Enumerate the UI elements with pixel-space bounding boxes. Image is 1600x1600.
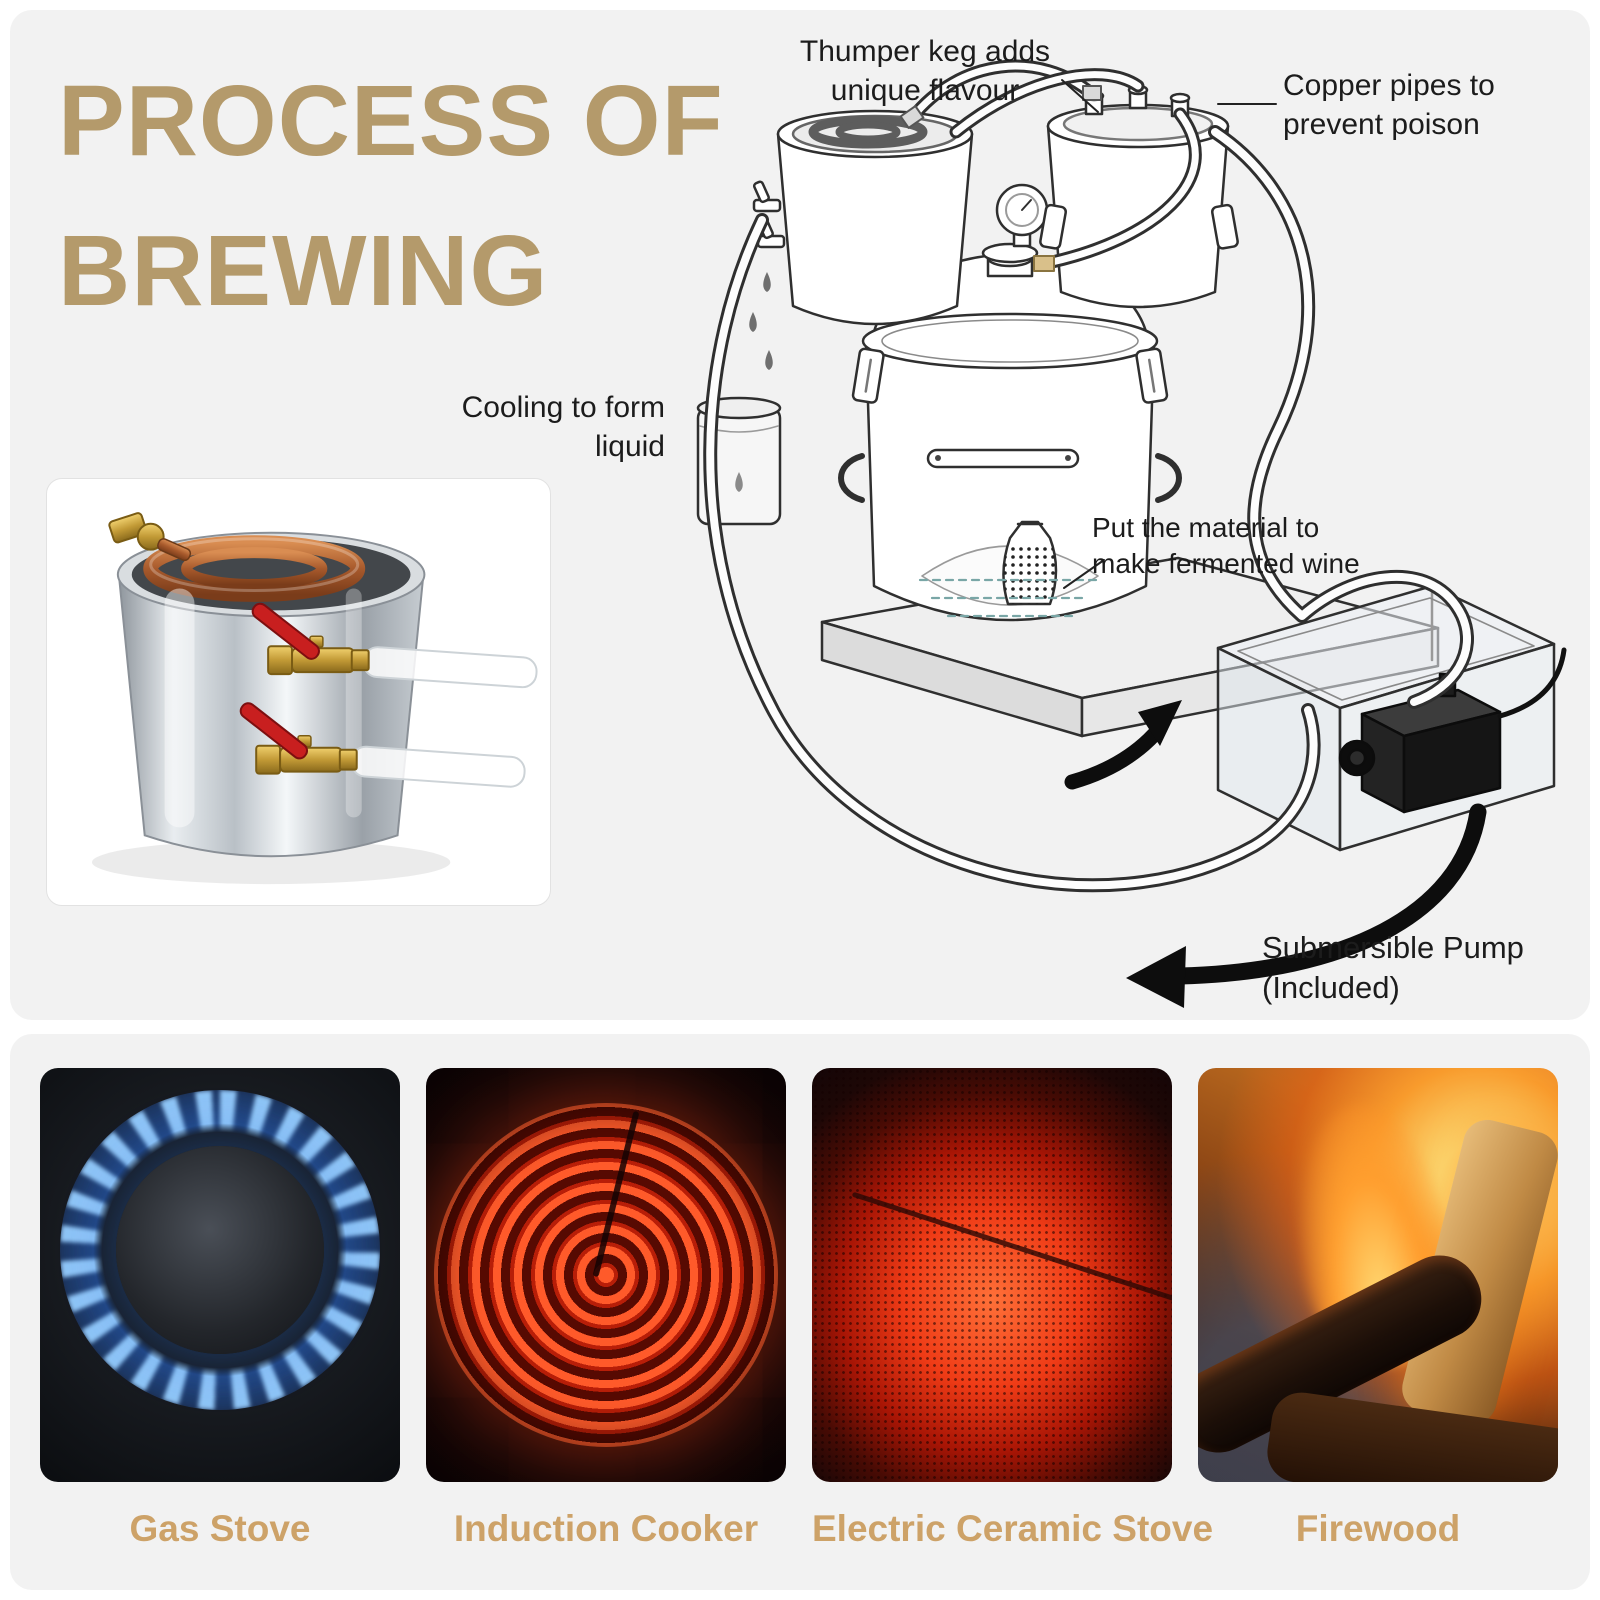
heat-source-cards: Gas Stove Induction Cooker Electric Cera… [10, 1034, 1590, 1550]
gas-stove-image [40, 1068, 400, 1482]
copper-coil-detail [143, 535, 366, 602]
red-valve-handle [251, 602, 320, 660]
heat-source-label: Induction Cooker [453, 1508, 759, 1549]
water-level-dashes [918, 578, 1102, 618]
ball-valve-lower [239, 702, 526, 788]
heat-source-card-gas: Gas Stove [40, 1068, 400, 1550]
page-title: PROCESS OF BREWING [58, 46, 724, 346]
induction-cooker-image [426, 1068, 786, 1482]
red-valve-handle [239, 702, 309, 760]
lid-clamp-left [851, 347, 885, 404]
title-line-1: PROCESS OF [58, 65, 724, 177]
annotation-thumper-keg: Thumper keg adds unique flavour [799, 35, 1051, 107]
heat-sources-panel: Gas Stove Induction Cooker Electric Cera… [10, 1034, 1590, 1590]
burner-cap [116, 1146, 324, 1355]
brass-union-fitting [108, 512, 192, 562]
brewing-process-diagram [696, 59, 1567, 1008]
process-panel: PROCESS OF BREWING Thumper keg adds uniq… [10, 10, 1590, 1020]
annotation-cooling: Cooling to form liquid [461, 391, 665, 463]
annotation-leaders [1061, 79, 1277, 589]
annotation-material: Put the material to make fermented wine [1092, 512, 1360, 580]
valve-detail-photo [46, 478, 551, 906]
vapor-tubes [899, 59, 1202, 272]
heating-coil [434, 1103, 778, 1447]
lid-clamp-right [1135, 347, 1169, 404]
copper-coil [808, 115, 928, 149]
dripping-drops [749, 272, 773, 370]
heat-source-label: Electric Ceramic Stove [812, 1508, 1214, 1549]
condenser-keg [1039, 84, 1239, 309]
thumper-keg [752, 109, 974, 326]
ceramic-stove-image [812, 1068, 1172, 1482]
stove-wire [851, 1191, 1172, 1330]
heat-source-card-ceramic: Electric Ceramic Stove [812, 1068, 1214, 1550]
annotation-copper-pipes: Copper pipes to prevent poison [1283, 69, 1495, 141]
heat-source-label: Firewood [1295, 1508, 1461, 1549]
fermented-material-bag [1002, 520, 1058, 606]
cooling-water-basin [1216, 584, 1567, 852]
annotation-submersible-pump: Submersible Pump (Included) [1262, 930, 1524, 1006]
pressure-gauge [995, 183, 1049, 248]
heat-source-label: Gas Stove [129, 1508, 311, 1549]
heat-source-card-firewood: Firewood [1198, 1068, 1558, 1550]
heat-source-card-induction: Induction Cooker [426, 1068, 786, 1550]
submersible-pump [1338, 647, 1567, 814]
flow-arrows [1064, 700, 1487, 1008]
ball-valve-upper [251, 602, 538, 689]
water-circulation-tubes [703, 125, 1474, 893]
copper-pot-valves-image [91, 512, 538, 885]
firewood-image [1198, 1068, 1558, 1482]
title-line-2: BREWING [58, 215, 549, 327]
